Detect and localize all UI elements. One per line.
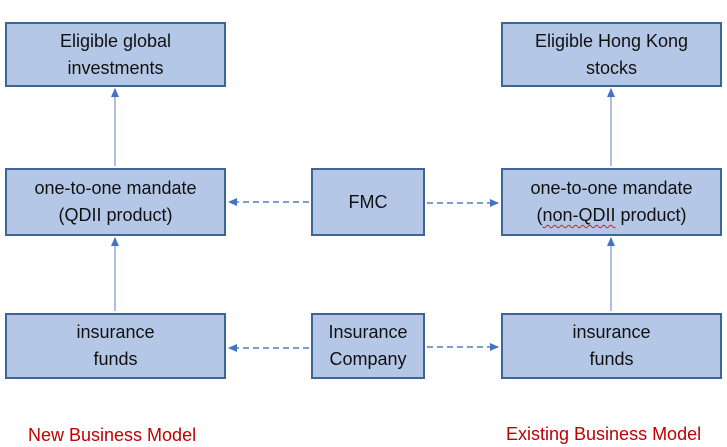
- new-business-model-caption: New Business Model: [28, 425, 197, 445]
- qdii-mandate-box: one-to-one mandate (QDII product): [5, 168, 226, 236]
- open-paren: (: [536, 205, 543, 225]
- fmc-box: FMC: [311, 168, 425, 236]
- spellcheck-flagged-word: non-QDII: [542, 205, 616, 225]
- box-text-line: FMC: [348, 191, 388, 212]
- existing-business-model-caption: Existing Business Model: [506, 424, 702, 444]
- box-text-line: (QDII product): [58, 205, 173, 225]
- box-text-line: Company: [329, 349, 407, 369]
- box-text-line: insurance: [572, 322, 651, 342]
- box-text-line: Eligible global: [59, 30, 172, 51]
- box-text-line: funds: [589, 349, 634, 369]
- right-insurance-funds-box: insurance funds: [501, 313, 722, 379]
- box-text-line: Insurance: [328, 322, 408, 342]
- box-text-line: stocks: [585, 57, 637, 78]
- box-text-line: (non-QDII product): [536, 202, 686, 229]
- non-qdii-mandate-box: one-to-one mandate (non-QDII product): [501, 168, 722, 236]
- eligible-hk-stocks-box: Eligible Hong Kong stocks: [501, 22, 722, 87]
- box-text-line: one-to-one mandate: [34, 178, 197, 198]
- box-text-line: Eligible Hong Kong: [534, 30, 689, 51]
- insurance-company-box: Insurance Company: [311, 313, 425, 379]
- left-insurance-funds-box: insurance funds: [5, 313, 226, 379]
- box-text-line: funds: [93, 349, 138, 369]
- box-text-line: insurance: [76, 322, 155, 342]
- box-text-line: one-to-one mandate: [530, 178, 693, 198]
- box-text-rest: product): [615, 205, 687, 225]
- eligible-global-investments-box: Eligible global investments: [5, 22, 226, 87]
- box-text-line: investments: [67, 57, 164, 78]
